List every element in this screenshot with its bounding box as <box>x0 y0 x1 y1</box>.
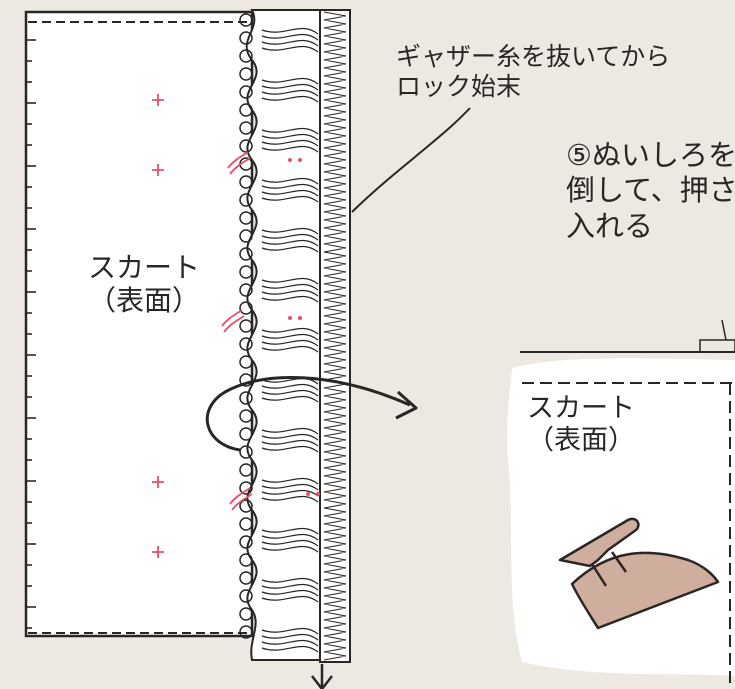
skirt-left-line-2: （表面） <box>88 284 201 318</box>
gather-note-line-1: ギャザー糸を抜いてから <box>396 42 671 71</box>
skirt-label-right: スカート （表面） <box>527 393 635 457</box>
skirt-right-line-1: スカート <box>527 393 635 424</box>
skirt-right-line-2: （表面） <box>527 424 635 456</box>
step-note-label: ⑤ぬいしろを 倒して、押さ 入れる <box>566 138 735 244</box>
iron-icon <box>558 517 720 630</box>
step-note-line-3: 入れる <box>566 208 654 243</box>
pin-marks <box>152 94 320 558</box>
serged-seam-band <box>319 9 351 663</box>
down-arrow-icon <box>311 664 333 689</box>
step-note-line-1: ⑤ぬいしろを <box>566 138 735 172</box>
gather-note-label: ギャザー糸を抜いてから ロック始末 <box>396 42 670 101</box>
step-note-line-2: 倒して、押さ <box>566 173 735 208</box>
curved-arrow-icon <box>205 376 418 452</box>
skirt-panel-right <box>507 319 735 689</box>
leader-line <box>351 107 471 213</box>
ruffle-frill <box>239 9 321 661</box>
gather-note-line-2: ロック始末 <box>396 71 522 101</box>
skirt-label-left: スカート （表面） <box>88 251 200 317</box>
skirt-left-line-1: スカート <box>88 251 201 284</box>
skirt-panel-left <box>24 10 254 638</box>
